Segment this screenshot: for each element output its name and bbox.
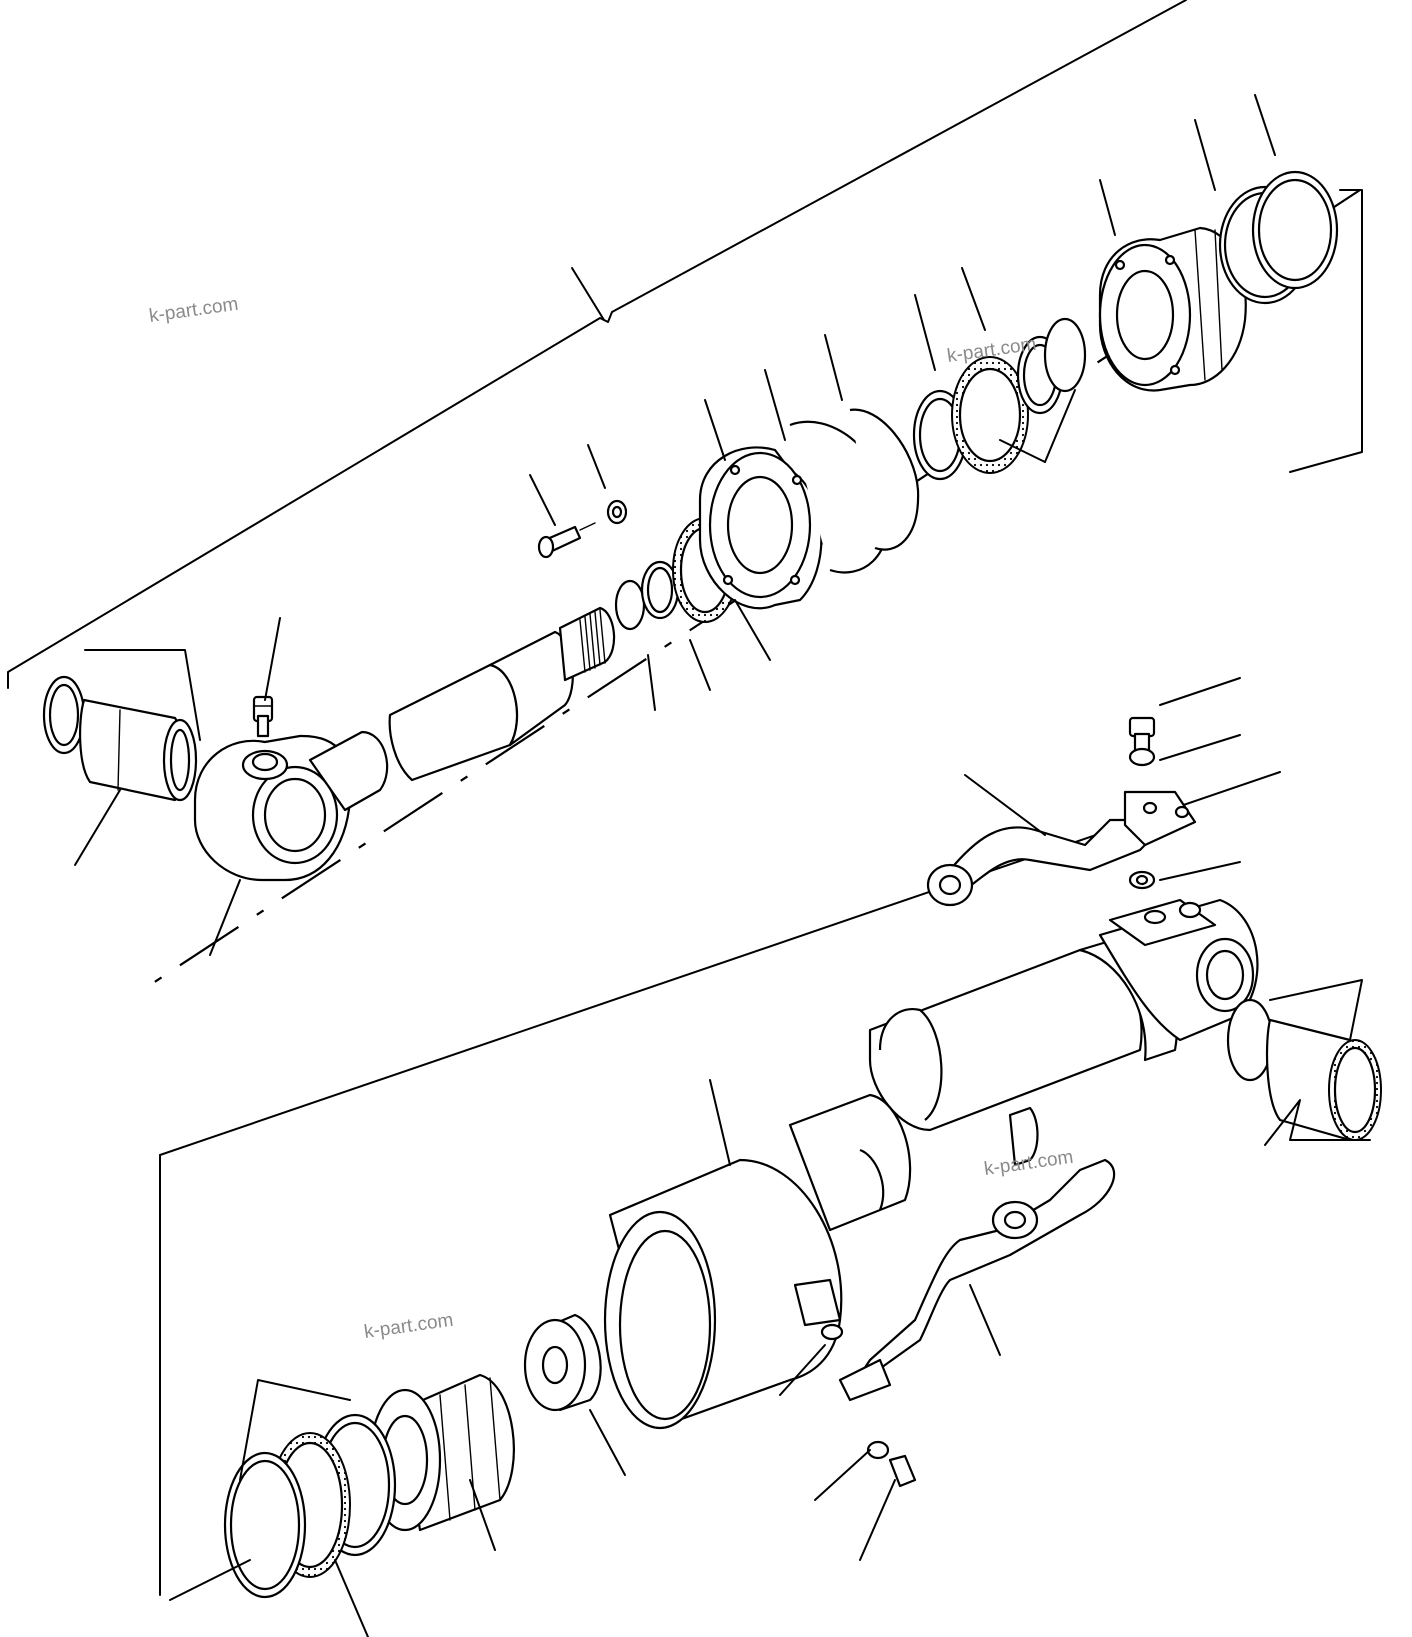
rod-eye-assembly	[42, 606, 616, 882]
watermark-1: k-part.com	[148, 294, 240, 327]
cylinder-barrel	[603, 1158, 843, 1430]
lower-hose-tube	[838, 1158, 1116, 1402]
upper-hose-tube	[926, 790, 1197, 907]
top-group-bracket	[7, 0, 1187, 689]
cylinder-tube	[868, 898, 1259, 1167]
flange-screw	[537, 499, 628, 559]
upper-port-screw	[1128, 716, 1156, 890]
piston-nut	[523, 1313, 602, 1412]
pivot-pin-left	[42, 675, 198, 802]
leader-lines	[74, 94, 1371, 1637]
piston-head	[1098, 226, 1247, 392]
grease-nipple	[252, 695, 274, 738]
pivot-pin-right	[1226, 998, 1382, 1142]
piston-seals	[223, 1413, 397, 1599]
piston-rings	[1218, 170, 1339, 305]
lower-port-parts	[820, 1323, 917, 1488]
right-frame-line	[1289, 189, 1363, 473]
watermark-4: k-part.com	[363, 1310, 455, 1343]
cylinder-tube-front	[788, 1093, 912, 1232]
gland-flange	[698, 446, 823, 610]
